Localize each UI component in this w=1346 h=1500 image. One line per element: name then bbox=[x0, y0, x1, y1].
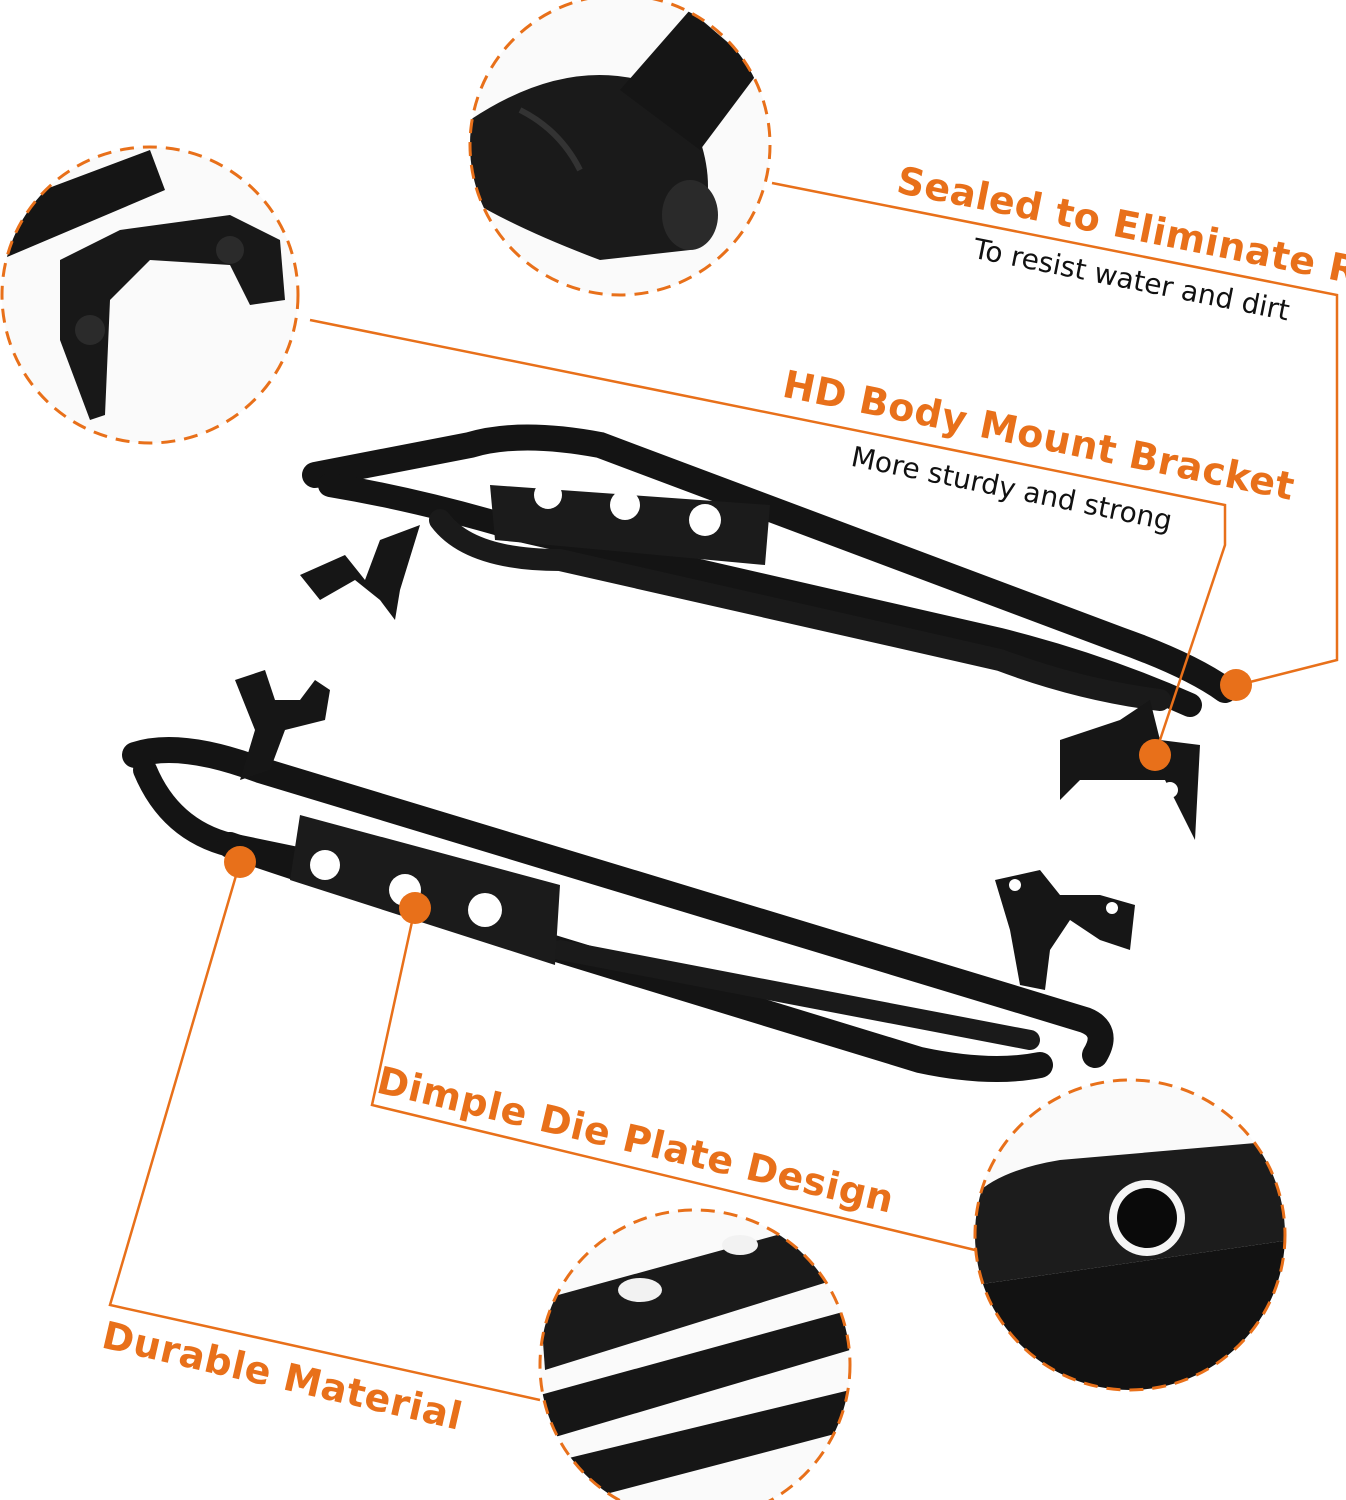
leader-line-bracket bbox=[309, 318, 1227, 756]
leader-line-rust bbox=[771, 181, 1339, 687]
callout-dots bbox=[224, 669, 1252, 924]
running-board-upper bbox=[300, 424, 1238, 840]
leader-lines bbox=[108, 181, 1339, 1402]
zoom-circle-bracket bbox=[0, 145, 300, 445]
zoom-circle-plate bbox=[973, 1078, 1287, 1392]
callout-dot-rust bbox=[1220, 669, 1252, 701]
zoom-circle-tubes bbox=[538, 1208, 852, 1500]
leader-line-material bbox=[108, 861, 541, 1402]
callout-dot-material bbox=[224, 846, 256, 878]
callout-dot-plate bbox=[399, 892, 431, 924]
callout-dot-bracket bbox=[1139, 739, 1171, 771]
zoom-circle-weld bbox=[468, 0, 772, 297]
running-board-lower bbox=[122, 670, 1135, 1082]
leader-line-plate bbox=[370, 907, 976, 1252]
